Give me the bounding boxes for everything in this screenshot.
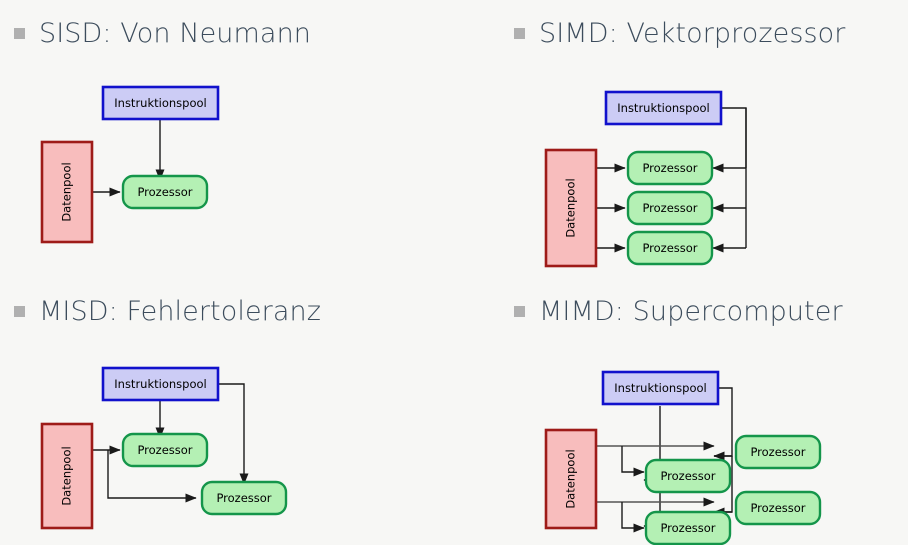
heading-sisd-text: SISD: Von Neumann bbox=[39, 18, 311, 49]
node-datenpool-label: Datenpool bbox=[564, 178, 578, 237]
bullet-square-icon bbox=[514, 306, 525, 317]
node-instruktionspool-label: Instruktionspool bbox=[114, 377, 206, 391]
node-prozessor: Prozessor bbox=[626, 190, 714, 226]
heading-misd-text: MISD: Fehlertoleranz bbox=[39, 296, 322, 327]
diagram-misd: Instruktionspool Datenpool Prozessor Pro… bbox=[28, 352, 288, 542]
heading-misd: MISD: Fehlertoleranz bbox=[14, 298, 321, 325]
diagram-simd: Instruktionspool Datenpool Prozessor Pro… bbox=[528, 78, 818, 273]
node-prozessor: Prozessor bbox=[626, 230, 714, 266]
node-instruktionspool: Instruktionspool bbox=[101, 366, 220, 402]
heading-mimd: MIMD: Supercomputer bbox=[514, 298, 843, 325]
heading-mimd-text: MIMD: Supercomputer bbox=[539, 296, 843, 327]
node-prozessor-label: Prozessor bbox=[660, 521, 715, 535]
node-prozessor-label: Prozessor bbox=[750, 501, 805, 515]
node-prozessor-label: Prozessor bbox=[642, 241, 697, 255]
node-datenpool: Datenpool bbox=[544, 148, 598, 268]
node-datenpool-label: Datenpool bbox=[60, 162, 74, 221]
node-prozessor: Prozessor bbox=[644, 510, 732, 545]
bullet-square-icon bbox=[14, 28, 25, 39]
node-prozessor: Prozessor bbox=[121, 174, 209, 210]
heading-simd: SIMD: Vektorprozessor bbox=[514, 20, 846, 47]
node-datenpool: Datenpool bbox=[40, 140, 94, 244]
node-instruktionspool-label: Instruktionspool bbox=[617, 101, 709, 115]
node-prozessor: Prozessor bbox=[734, 434, 822, 470]
node-datenpool-label: Datenpool bbox=[60, 446, 74, 505]
node-instruktionspool: Instruktionspool bbox=[101, 85, 220, 121]
node-prozessor: Prozessor bbox=[121, 432, 209, 468]
node-prozessor: Prozessor bbox=[644, 458, 732, 494]
node-datenpool: Datenpool bbox=[40, 422, 94, 530]
node-prozessor: Prozessor bbox=[200, 480, 288, 516]
node-prozessor-label: Prozessor bbox=[642, 201, 697, 215]
node-datenpool-label: Datenpool bbox=[564, 449, 578, 508]
node-instruktionspool: Instruktionspool bbox=[601, 370, 720, 406]
node-prozessor-label: Prozessor bbox=[216, 491, 271, 505]
bullet-square-icon bbox=[514, 28, 525, 39]
heading-simd-text: SIMD: Vektorprozessor bbox=[539, 18, 846, 49]
node-prozessor-label: Prozessor bbox=[660, 469, 715, 483]
node-instruktionspool-label: Instruktionspool bbox=[114, 96, 206, 110]
node-prozessor: Prozessor bbox=[734, 490, 822, 526]
node-datenpool: Datenpool bbox=[544, 428, 598, 530]
node-prozessor-label: Prozessor bbox=[137, 443, 192, 457]
node-prozessor-label: Prozessor bbox=[137, 185, 192, 199]
node-prozessor: Prozessor bbox=[626, 150, 714, 186]
diagram-sisd: Instruktionspool Datenpool Prozessor bbox=[28, 72, 268, 252]
node-instruktionspool: Instruktionspool bbox=[604, 90, 723, 126]
heading-sisd: SISD: Von Neumann bbox=[14, 20, 311, 47]
node-prozessor-label: Prozessor bbox=[750, 445, 805, 459]
diagram-mimd: Instruktionspool Datenpool Prozessor Pro… bbox=[528, 360, 848, 545]
node-instruktionspool-label: Instruktionspool bbox=[614, 381, 706, 395]
bullet-square-icon bbox=[14, 306, 25, 317]
node-prozessor-label: Prozessor bbox=[642, 161, 697, 175]
